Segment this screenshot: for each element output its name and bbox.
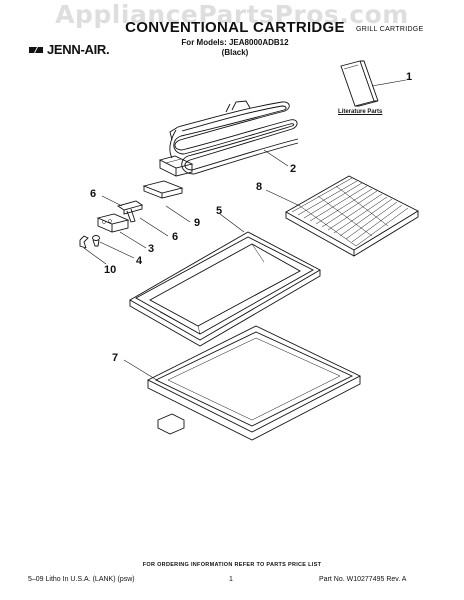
model-numbers: For Models: JEA8000ADB12 xyxy=(181,38,289,47)
page-title: CONVENTIONAL CARTRIDGE xyxy=(125,19,345,36)
part-number: Part No. W10277495 Rev. A xyxy=(319,576,407,583)
part-drip-pan xyxy=(129,231,321,347)
callout-6: 6 xyxy=(90,188,97,200)
section-name: GRILL CARTRIDGE xyxy=(356,26,424,33)
callout-8: 8 xyxy=(256,181,263,193)
litho-info: 5–09 Litho In U.S.A. (LANK) (psw) xyxy=(28,576,135,583)
callout-3: 3 xyxy=(148,243,155,255)
callout-6b: 6 xyxy=(172,231,179,243)
literature-parts-label: Literature Parts xyxy=(338,109,383,115)
callout-4: 4 xyxy=(136,255,143,267)
brand-name: JENN-AIR. xyxy=(47,42,110,57)
callout-9: 9 xyxy=(194,217,201,229)
leader-lines xyxy=(83,79,407,383)
part-grill-grate xyxy=(285,175,419,257)
brand-mark-icon xyxy=(29,46,43,53)
brand-logo: JENN-AIR. xyxy=(28,42,110,57)
callout-1: 1 xyxy=(406,71,413,83)
page-number: 1 xyxy=(229,576,233,583)
ordering-note: FOR ORDERING INFORMATION REFER TO PARTS … xyxy=(142,562,322,568)
callout-10: 10 xyxy=(104,264,117,276)
callout-5: 5 xyxy=(216,205,223,217)
part-heating-element xyxy=(158,100,299,177)
model-color: (Black) xyxy=(221,48,249,57)
watermark: AppliancePartsPros.com xyxy=(55,0,409,29)
callout-2: 2 xyxy=(290,163,297,175)
part-connector xyxy=(96,213,130,233)
part-clip xyxy=(79,235,89,249)
part-literature-booklet xyxy=(340,60,379,107)
callout-7: 7 xyxy=(112,352,119,364)
part-terminal-block xyxy=(142,180,184,199)
part-lower-tray xyxy=(146,325,362,441)
part-screw xyxy=(92,235,100,247)
part-bracket-upper xyxy=(116,200,144,223)
